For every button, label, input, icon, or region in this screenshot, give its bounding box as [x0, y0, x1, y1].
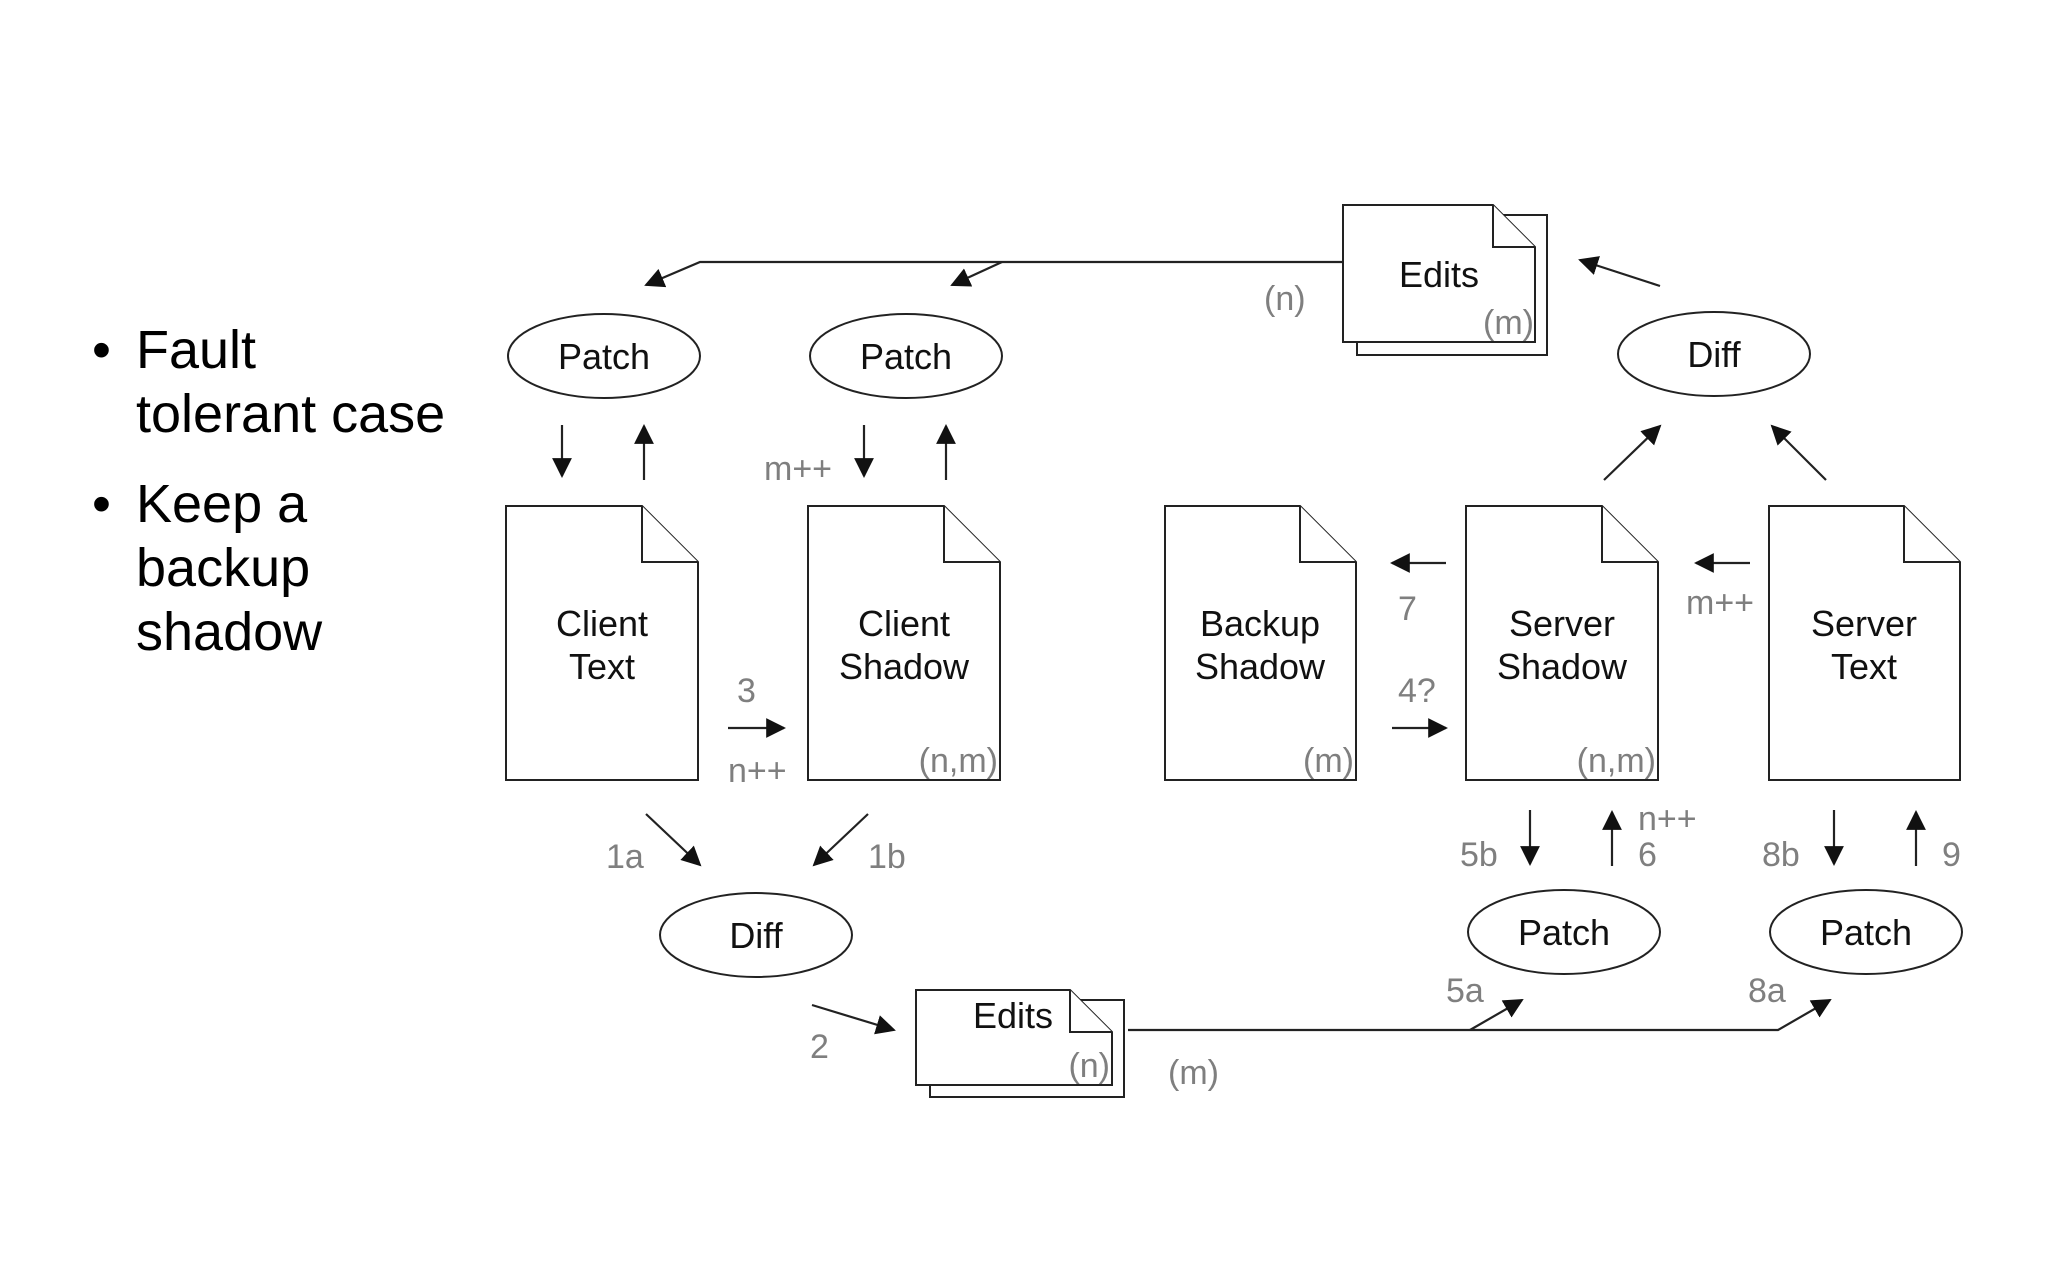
label-step-7: 7 [1398, 590, 1417, 628]
diff-top-ellipse: Diff [1617, 311, 1811, 397]
label-step-8a: 8a [1748, 972, 1786, 1010]
edits-top-flow-line [644, 260, 1343, 288]
backup-shadow-document: Backup Shadow (m) [1164, 505, 1357, 781]
bullet-item: • Fault tolerant case [92, 318, 492, 446]
edits-top-to-shadow-line [950, 261, 1003, 287]
version-label: (n,m) [1577, 742, 1656, 780]
edits-bottom-flow-line [1128, 999, 1832, 1032]
label-m: (m) [1168, 1054, 1219, 1092]
label-n-increment: n++ [728, 752, 787, 790]
version-label: (n,m) [919, 742, 998, 780]
document-title-line: Text [1831, 646, 1897, 687]
version-label: (n) [1068, 1047, 1110, 1085]
document-title-line: Text [569, 646, 635, 687]
label-step-1b: 1b [868, 838, 906, 876]
document-title-line: Client [858, 603, 950, 644]
arrow-diagonal [811, 1003, 896, 1035]
patch-server-shadow-ellipse: Patch [1467, 889, 1661, 975]
patch-client-text-ellipse: Patch [507, 313, 701, 399]
patch-client-shadow-ellipse: Patch [809, 313, 1003, 399]
diff-label: Diff [729, 915, 783, 956]
version-label: (m) [1303, 742, 1354, 780]
server-text-document: Server Text [1768, 505, 1961, 781]
label-step-2: 2 [810, 1028, 829, 1066]
document-title-line: Client [556, 603, 648, 644]
edits-label: Edits [1399, 254, 1479, 295]
arrow-diagonal [812, 813, 869, 867]
arrow-diagonal [1603, 424, 1662, 481]
label-n-increment: n++ [1638, 800, 1697, 838]
diff-label: Diff [1687, 334, 1741, 375]
document-title-line: Server [1811, 603, 1917, 644]
edits-bottom-to-shadow-line [1469, 999, 1524, 1031]
patch-server-text-ellipse: Patch [1769, 889, 1963, 975]
label-step-9: 9 [1942, 836, 1961, 874]
label-n: (n) [1264, 280, 1306, 318]
edits-bottom-stack: Edits (n) [915, 989, 1125, 1098]
label-step-5a: 5a [1446, 972, 1484, 1010]
bullet-item: • Keep a backup shadow [92, 472, 492, 664]
label-step-4: 4? [1398, 672, 1436, 710]
label-step-6: 6 [1638, 836, 1657, 874]
document-title-line: Backup [1200, 603, 1320, 644]
document-title-line: Server [1509, 603, 1615, 644]
version-label: (m) [1483, 304, 1534, 342]
arrow-diagonal [645, 813, 702, 867]
client-text-document: Client Text [505, 505, 699, 781]
patch-label: Patch [860, 336, 952, 377]
edits-top-stack: Edits (m) [1342, 204, 1548, 356]
client-shadow-document: Client Shadow (n,m) [807, 505, 1001, 781]
document-title-line: Shadow [839, 646, 970, 687]
arrow-diagonal [1578, 256, 1661, 288]
label-m-increment: m++ [1686, 584, 1754, 622]
bullet-text: Keep a backup shadow [136, 474, 323, 662]
bullet-dot-icon: • [92, 474, 111, 534]
label-step-8b: 8b [1762, 836, 1800, 874]
diff-bottom-ellipse: Diff [659, 892, 853, 978]
label-m-increment: m++ [764, 450, 832, 488]
server-shadow-document: Server Shadow (n,m) [1465, 505, 1659, 781]
document-title-line: Shadow [1195, 646, 1326, 687]
arrow-diagonal [1770, 424, 1827, 481]
patch-label: Patch [558, 336, 650, 377]
bullet-dot-icon: • [92, 320, 111, 380]
patch-label: Patch [1820, 912, 1912, 953]
bullet-text: Fault tolerant case [136, 320, 446, 444]
label-step-5b: 5b [1460, 836, 1498, 874]
label-step-3: 3 [737, 672, 756, 710]
patch-label: Patch [1518, 912, 1610, 953]
label-step-1a: 1a [606, 838, 644, 876]
document-title-line: Shadow [1497, 646, 1628, 687]
edits-label: Edits [973, 995, 1053, 1036]
bullet-list: • Fault tolerant case • Keep a backup sh… [92, 318, 492, 690]
